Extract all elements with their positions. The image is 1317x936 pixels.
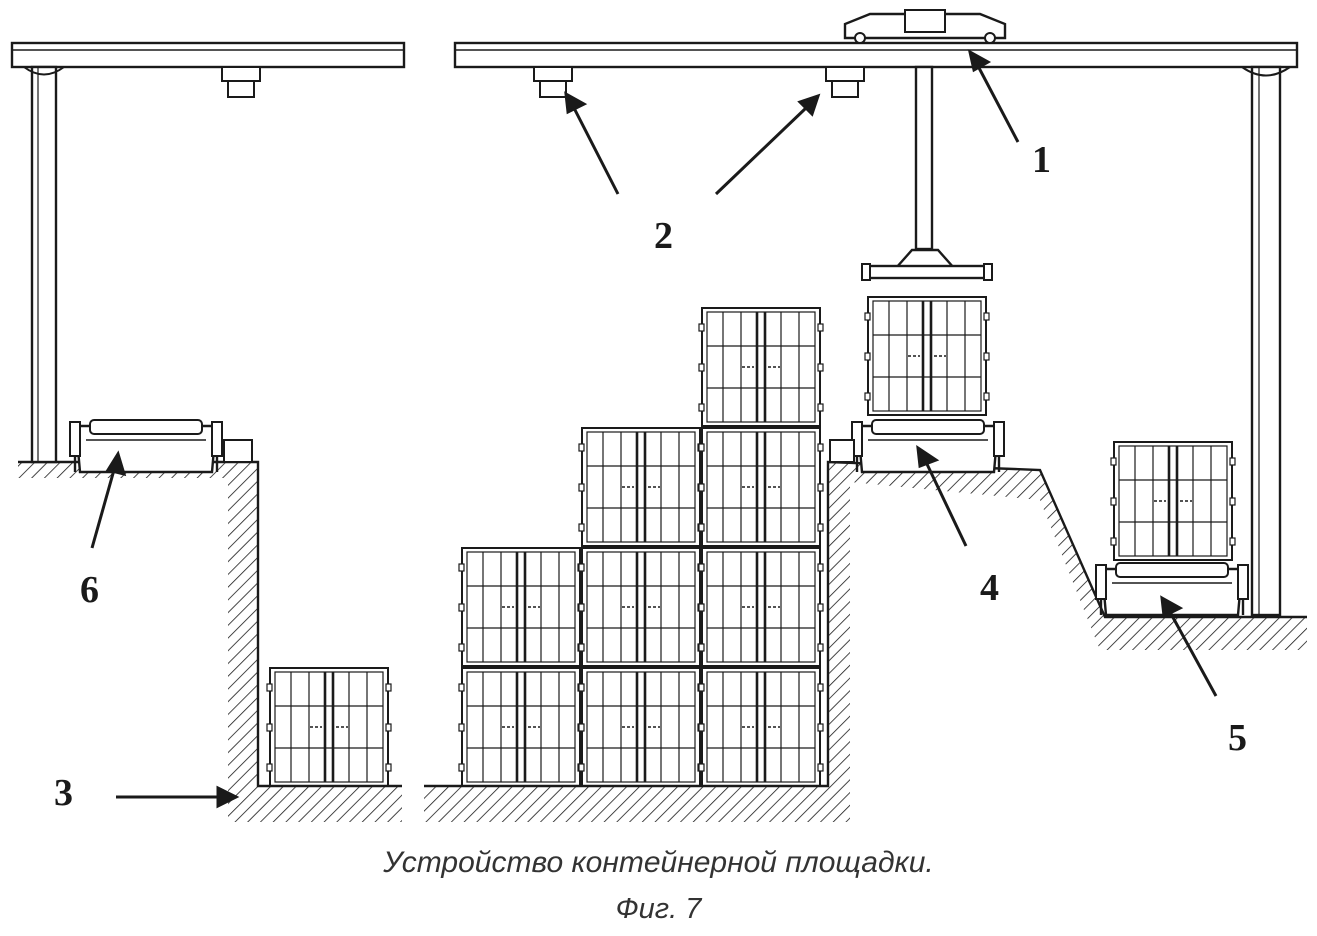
vehicle-5 xyxy=(1096,442,1248,615)
caption-figure-number: Фиг. 7 xyxy=(0,893,1317,926)
arrow-1 xyxy=(978,66,1018,142)
container xyxy=(267,668,391,786)
label-5: 5 xyxy=(1228,717,1247,759)
container-stack-center-right xyxy=(699,308,823,786)
container-stack-center-middle xyxy=(579,428,703,786)
container xyxy=(699,308,823,426)
label-6: 6 xyxy=(80,569,99,611)
container-stack-left-pit xyxy=(267,668,391,786)
container xyxy=(699,548,823,666)
arrow-6 xyxy=(92,470,114,548)
container xyxy=(1111,442,1235,560)
container xyxy=(459,668,583,786)
ground-left-section xyxy=(18,462,402,822)
ground-center-right-section xyxy=(424,462,1307,822)
crane-spreader xyxy=(862,250,992,280)
container xyxy=(579,668,703,786)
crane-trolley xyxy=(845,10,1005,43)
label-3: 3 xyxy=(54,772,73,814)
container xyxy=(579,428,703,546)
container-stack-center-left xyxy=(459,548,583,786)
arrow-2b xyxy=(716,108,806,194)
label-1: 1 xyxy=(1032,139,1051,181)
arrow-2a xyxy=(574,108,618,194)
camera-unit-left xyxy=(222,67,260,97)
container xyxy=(699,668,823,786)
container xyxy=(459,548,583,666)
label-4: 4 xyxy=(980,567,999,609)
ground-surface-left xyxy=(18,462,402,786)
container xyxy=(699,428,823,546)
camera-unit-b xyxy=(826,67,864,97)
caption-title: Устройство контейнерной площадки. xyxy=(0,846,1317,880)
container xyxy=(579,548,703,666)
container xyxy=(865,297,989,415)
crane-mast xyxy=(916,67,932,249)
label-2: 2 xyxy=(654,215,673,257)
gantry-crane-left-section xyxy=(12,43,404,462)
